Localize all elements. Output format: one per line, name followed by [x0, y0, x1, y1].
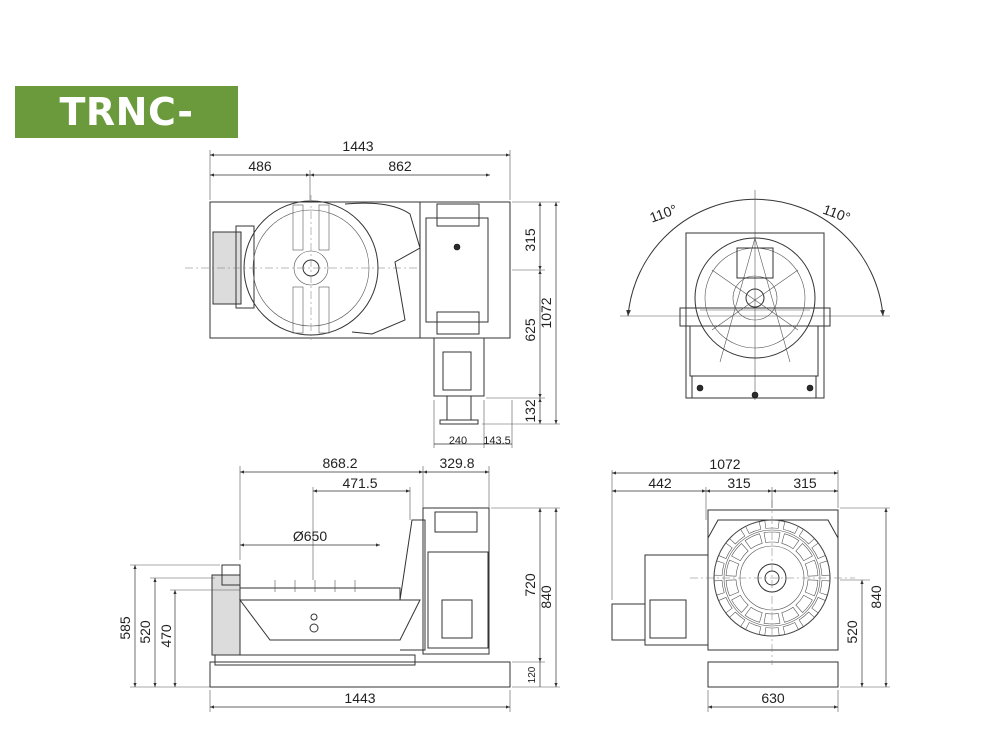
rib-cell: [811, 597, 826, 614]
tilt-angle-right: 110°: [821, 201, 853, 226]
dim-front-w442: 442: [648, 475, 672, 491]
rib-cell: [763, 613, 781, 625]
rib-cell: [795, 594, 813, 613]
dim-side-w868: 868.2: [322, 455, 357, 471]
rib-cell: [804, 579, 819, 597]
dim-top-h1072: 1072: [538, 297, 554, 328]
dim-side-h720: 720: [522, 573, 538, 597]
rib-cell: [731, 594, 749, 613]
model-title: TRNC-500D: [15, 86, 238, 186]
rib-cell: [763, 531, 781, 543]
rib-cell: [725, 579, 740, 597]
rib-cell: [795, 543, 813, 562]
dim-side-dia650: Ø650: [293, 528, 327, 544]
tilt-angle-left: 110°: [647, 201, 679, 226]
rib-cell: [729, 611, 746, 628]
tilt-view: 110° 110°: [620, 190, 890, 400]
dim-top-left-width: 486: [248, 158, 272, 174]
dim-side-h120: 120: [527, 666, 538, 683]
rib-cell: [782, 521, 799, 534]
dim-front-base-width: 630: [761, 690, 785, 706]
rib-cell: [819, 580, 831, 596]
dim-side-w471: 471.5: [342, 475, 377, 491]
dim-side-h585: 585: [117, 616, 133, 640]
dim-side-h520: 520: [137, 620, 153, 644]
top-view: 1443 486 862 315 625 132 1072 240 143.5: [185, 138, 560, 448]
rib-cell: [713, 560, 725, 576]
rib-cell: [781, 533, 800, 550]
dim-top-motor-width: 240: [449, 435, 467, 447]
rib-cell: [764, 627, 780, 637]
rib-cell: [745, 622, 762, 635]
rib-cell: [781, 606, 800, 623]
dim-top-right-width: 862: [388, 158, 412, 174]
rib-cell: [782, 622, 799, 635]
dim-front-w315a: 315: [727, 475, 751, 491]
rib-cell: [731, 543, 749, 562]
front-view: 1072 442 315 315 840 520 630: [611, 456, 890, 712]
dim-side-h840: 840: [538, 585, 554, 609]
rib-cell: [811, 542, 826, 559]
dim-top-overall-width: 1443: [342, 138, 373, 154]
dim-side-bottom-width: 1443: [344, 690, 375, 706]
rib-cell: [745, 521, 762, 534]
dim-side-w329: 329.8: [439, 455, 474, 471]
rib-cell: [764, 519, 780, 529]
dim-top-motor-offset: 143.5: [483, 435, 511, 447]
rib-cell: [798, 611, 815, 628]
dim-top-h315: 315: [522, 228, 538, 252]
rib-cell: [713, 580, 725, 596]
rib-cell: [725, 559, 740, 577]
rib-cell: [804, 559, 819, 577]
dim-side-h470: 470: [158, 624, 174, 648]
rib-cell: [718, 597, 733, 614]
dim-front-overall-width: 1072: [709, 456, 740, 472]
dim-front-h520: 520: [844, 620, 860, 644]
rib-cell: [819, 560, 831, 576]
rib-cell: [718, 542, 733, 559]
rib-cell: [729, 528, 746, 545]
side-view: 868.2 329.8 471.5 Ø650 585 520 470 720 8…: [117, 455, 560, 712]
dim-front-h840: 840: [868, 585, 884, 609]
dim-front-w315b: 315: [793, 475, 817, 491]
dim-top-h132: 132: [522, 399, 538, 423]
dim-top-h625: 625: [522, 318, 538, 342]
rib-cell: [744, 533, 763, 550]
rib-cell: [798, 528, 815, 545]
rib-cell: [744, 606, 763, 623]
